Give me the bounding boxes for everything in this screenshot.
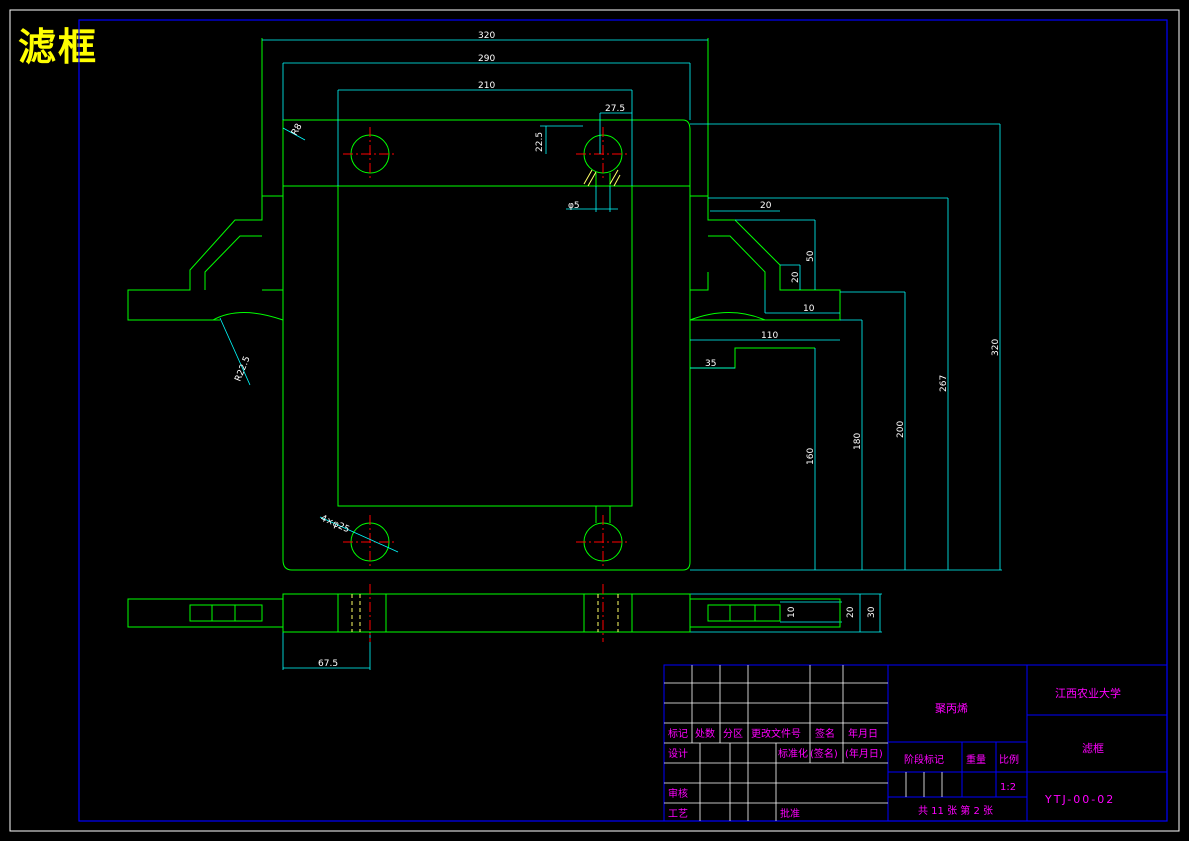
dim-200: 200 [896,421,906,438]
dim-35: 35 [705,359,716,369]
material-text: 聚丙烯 [935,702,968,715]
rev-header-5: 年月日 [848,727,878,740]
sign-name-label: (签名) [810,747,838,760]
rev-header-3: 更改文件号 [751,727,801,740]
dim-27-5: 27.5 [605,104,625,114]
title-block-grid [664,665,943,821]
dim-290: 290 [478,54,495,64]
dim-210: 210 [478,81,495,91]
rev-header-4: 签名 [815,727,835,740]
dim-10: 10 [803,304,815,314]
dim-r22-5: R22.5 [234,355,253,383]
dim-110: 110 [761,331,778,341]
drawing-no-text: YTJ-00-02 [1044,793,1115,806]
dim-20-side: 20 [846,606,856,618]
review-label: 审核 [668,787,688,800]
dim-320-right: 320 [991,339,1001,356]
stage-label: 阶段标记 [904,753,944,766]
dim-phi5: φ5 [568,201,580,211]
drawing-title: 滤框 [18,24,99,69]
dim-67-5: 67.5 [318,659,338,669]
sheet-info: 共 11 张 第 2 张 [918,804,993,817]
rev-header-2: 分区 [723,728,743,740]
dim-22-5: 22.5 [535,132,545,152]
process-label: 工艺 [668,808,688,820]
dim-30-side: 30 [867,606,877,618]
dim-180: 180 [853,433,863,450]
weight-label: 重量 [966,753,986,766]
rev-header-1: 处数 [695,727,715,740]
dimension-lines [219,39,1002,670]
dim-20-b: 20 [791,271,801,283]
dim-holes: 4×φ25 [319,514,351,536]
dim-50: 50 [806,250,816,262]
dim-160: 160 [806,448,816,465]
side-hidden [351,594,619,632]
date-label: (年月日) [845,747,883,760]
dim-267: 267 [939,375,949,392]
approve-label: 批准 [780,807,800,820]
title-block [663,664,1168,822]
dimension-texts: 320 290 210 27.5 22.5 R8 φ5 20 50 20 10 … [234,31,1001,669]
scale-value: 1:2 [1000,782,1016,793]
dim-10-side: 10 [787,606,797,618]
hatch [583,169,621,187]
part-name-text: 滤框 [1082,742,1104,755]
dim-20-a: 20 [760,201,772,211]
center-lines [343,127,630,569]
dim-320-top: 320 [478,31,495,41]
school-text: 江西农业大学 [1055,686,1121,700]
inner-border [78,19,1168,822]
side-view [127,593,841,633]
design-label: 设计 [668,747,688,760]
title-block-text: 聚丙烯 江西农业大学 滤框 YTJ-00-02 阶段标记 重量 比例 1:2 共… [668,686,1121,820]
front-view [127,38,841,571]
dim-r8: R8 [290,122,305,138]
scale-label: 比例 [999,753,1019,766]
rev-header-0: 标记 [668,728,688,740]
side-center [369,584,604,642]
outer-frame [9,9,1180,832]
standardize-label: 标准化 [778,747,808,760]
